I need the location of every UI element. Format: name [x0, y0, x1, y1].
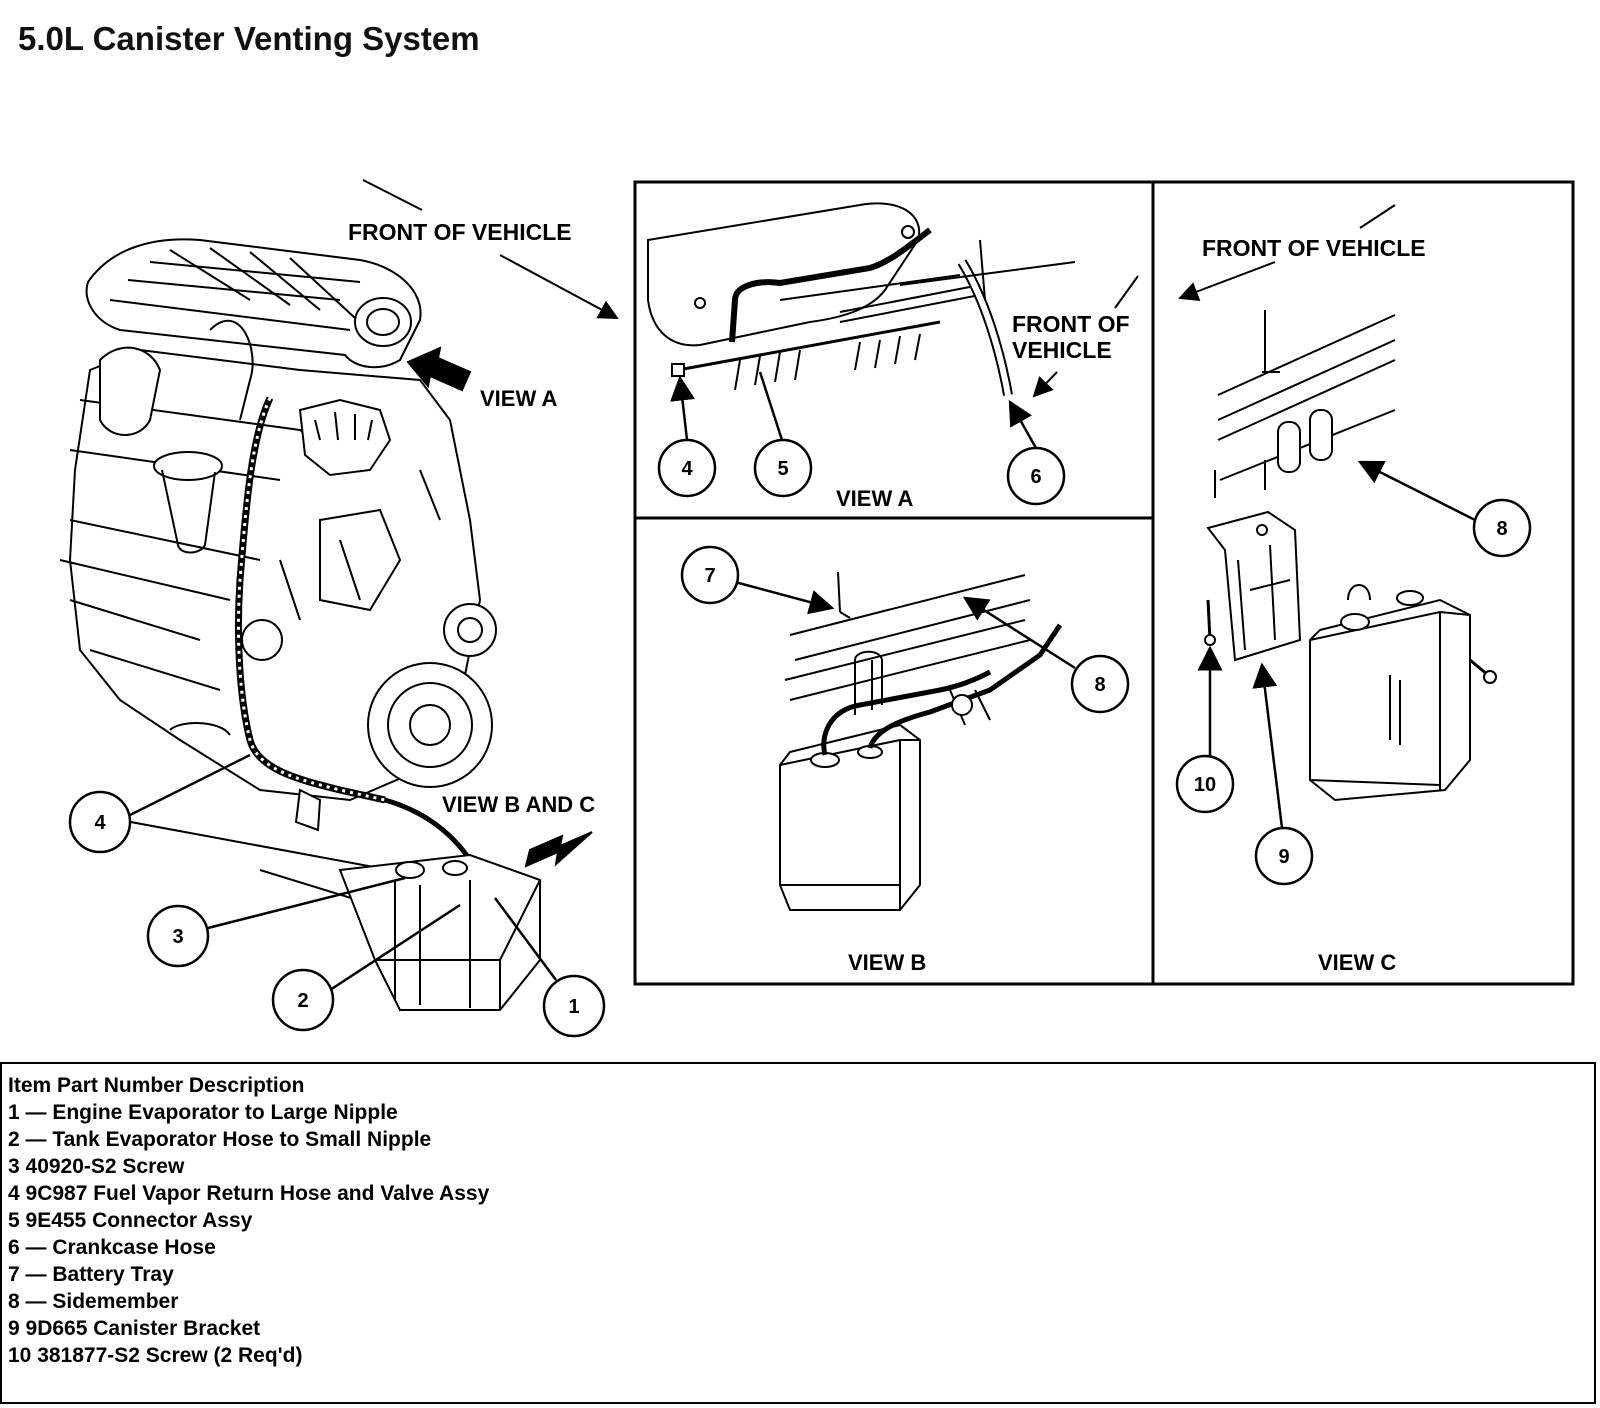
- svg-text:7: 7: [704, 565, 715, 587]
- svg-text:10: 10: [1194, 774, 1216, 796]
- front-of-vehicle-indicator-view-c: FRONT OF VEHICLE: [1178, 204, 1426, 301]
- callout-8-view-c: 8: [1357, 460, 1532, 558]
- front-of-vehicle-label-view-c: FRONT OF VEHICLE: [1202, 235, 1426, 261]
- svg-text:8: 8: [1094, 674, 1105, 696]
- callout-1-main: 1: [493, 897, 606, 1038]
- parts-table-row-2: 2 — Tank Evaporator Hose to Small Nipple: [8, 1128, 432, 1151]
- callout-2-main: 2: [271, 903, 461, 1032]
- svg-text:5: 5: [777, 458, 788, 480]
- parts-table-row-1: 1 — Engine Evaporator to Large Nipple: [8, 1101, 398, 1124]
- front-of-vehicle-indicator-view-a: FRONT OF VEHICLE: [1012, 275, 1139, 398]
- view-a-pointer-label: VIEW A: [480, 386, 558, 411]
- svg-text:1: 1: [568, 996, 579, 1018]
- svg-text:VEHICLE: VEHICLE: [1012, 337, 1112, 363]
- parts-table-row-10: 10 381877-S2 Screw (2 Req'd): [8, 1344, 303, 1367]
- callout-4-view-a: 4: [657, 375, 717, 498]
- parts-table-row-3: 3 40920-S2 Screw: [8, 1155, 185, 1178]
- svg-text:3: 3: [172, 926, 183, 948]
- callout-4-main: 4: [68, 753, 251, 854]
- svg-text:FRONT OF: FRONT OF: [1012, 311, 1130, 337]
- front-of-vehicle-label-main: FRONT OF VEHICLE: [348, 219, 572, 245]
- view-panels-frame: [633, 180, 1575, 986]
- callout-7-view-b: 7: [680, 545, 835, 615]
- view-c-label: VIEW C: [1318, 950, 1396, 975]
- svg-text:4: 4: [94, 812, 106, 834]
- svg-text:2: 2: [297, 990, 308, 1012]
- page-title: 5.0L Canister Venting System: [18, 20, 480, 57]
- callout-9-view-c: 9: [1252, 662, 1314, 886]
- callout-5-view-a: 5: [753, 371, 813, 498]
- svg-text:9: 9: [1278, 846, 1289, 868]
- parts-legend-table: Item Part Number Description 1 — Engine …: [0, 1062, 1596, 1404]
- view-a-label: VIEW A: [836, 486, 914, 511]
- parts-table-row-4: 4 9C987 Fuel Vapor Return Hose and Valve…: [8, 1182, 490, 1205]
- parts-table-header: Item Part Number Description: [8, 1074, 305, 1097]
- view-b-label: VIEW B: [848, 950, 926, 975]
- callout-6-view-a: 6: [1006, 399, 1066, 506]
- view-a-panel: FRONT OF VEHICLE 4 5 6 VIEW A: [647, 202, 1139, 511]
- view-a-pointer: VIEW A: [406, 346, 558, 411]
- svg-text:8: 8: [1496, 518, 1507, 540]
- view-b-and-c-label: VIEW B AND C: [442, 792, 595, 817]
- parts-table-row-9: 9 9D665 Canister Bracket: [8, 1317, 261, 1340]
- parts-table-row-8: 8 — Sidemember: [8, 1290, 179, 1313]
- parts-table-row-7: 7 — Battery Tray: [8, 1263, 174, 1286]
- callout-8-view-b: 8: [962, 596, 1130, 714]
- view-b-panel: 7 8 VIEW B: [680, 545, 1130, 975]
- parts-table-row-5: 5 9E455 Connector Assy: [8, 1209, 253, 1232]
- callout-3-main: 3: [146, 876, 406, 968]
- view-b-and-c-pointer: VIEW B AND C: [442, 792, 595, 868]
- view-c-panel: FRONT OF VEHICLE: [1175, 204, 1532, 975]
- engine-illustration: [59, 238, 541, 1011]
- parts-table-row-6: 6 — Crankcase Hose: [8, 1236, 216, 1259]
- front-of-vehicle-indicator-main: FRONT OF VEHICLE: [348, 179, 619, 319]
- svg-text:4: 4: [681, 458, 693, 480]
- callout-10-view-c: 10: [1175, 645, 1235, 814]
- svg-text:6: 6: [1030, 466, 1041, 488]
- canister-venting-diagram: FRONT OF VEHICLE VIEW A VIEW B AND C 4 3…: [59, 179, 1575, 1038]
